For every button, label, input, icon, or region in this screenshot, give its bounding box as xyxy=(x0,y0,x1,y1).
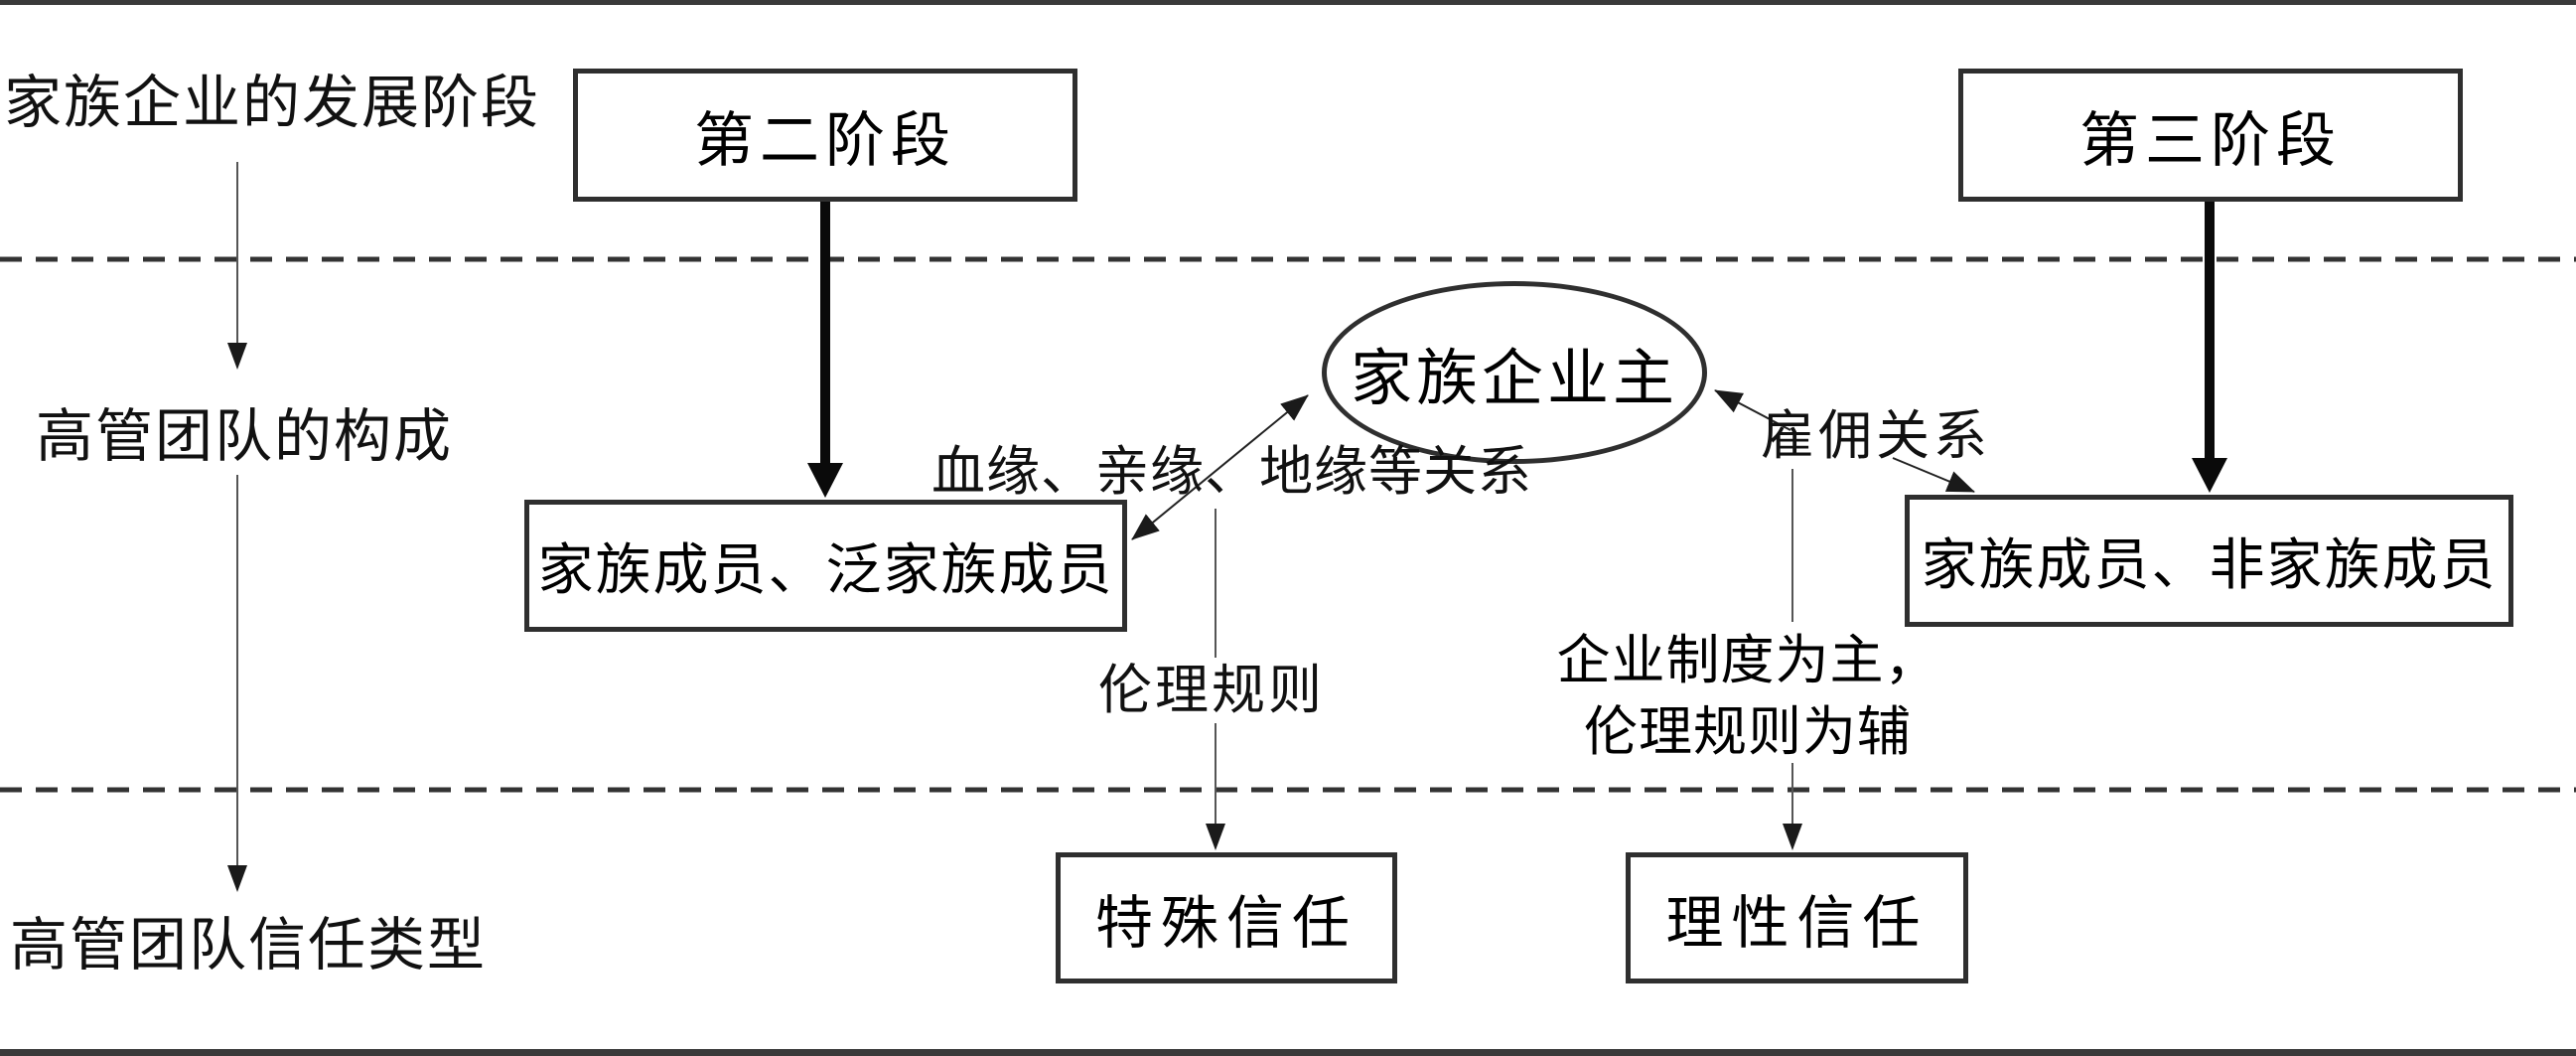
institution-edge-label-line2: 伦理规则为辅 xyxy=(1584,702,1912,762)
ethics-edge-label: 伦理规则 xyxy=(1098,661,1325,720)
kinship-edge-label: 血缘、亲缘、地缘等关系 xyxy=(931,442,1532,502)
employment-to-owner-arrow xyxy=(1714,389,1791,431)
owner-ellipse: 家族企业主 xyxy=(1322,281,1707,464)
team-left-box: 家族成员、泛家族成员 xyxy=(524,500,1127,632)
trust-rational-box: 理性信任 xyxy=(1626,852,1968,983)
stage3-box: 第三阶段 xyxy=(1958,69,2463,202)
team-right-box: 家族成员、非家族成员 xyxy=(1905,495,2513,627)
stage2-to-team-arrowhead xyxy=(807,463,843,498)
top-border-bar xyxy=(0,0,2576,5)
kinship-double-arrow xyxy=(1131,394,1309,540)
employment-to-team-arrow xyxy=(1892,457,1975,493)
institution-arrowhead xyxy=(1783,824,1802,850)
left-flow-arrowhead-2 xyxy=(227,865,247,892)
stage3-to-team-arrowhead xyxy=(2192,458,2227,493)
employment-edge-label: 雇佣关系 xyxy=(1761,406,1991,466)
stage2-box: 第二阶段 xyxy=(573,69,1077,202)
bottom-border-bar xyxy=(0,1049,2576,1056)
row-label-development-stages: 家族企业的发展阶段 xyxy=(4,71,541,135)
left-flow-arrowhead-1 xyxy=(227,343,247,370)
row-label-trust-type: 高管团队信任类型 xyxy=(10,913,488,978)
row-label-team-composition: 高管团队的构成 xyxy=(36,404,454,469)
trust-special-box: 特殊信任 xyxy=(1056,852,1397,983)
ethics-arrowhead xyxy=(1206,824,1225,850)
institution-edge-label-line1: 企业制度为主， xyxy=(1556,631,1939,690)
institution-edge-label: 企业制度为主， 伦理规则为辅 xyxy=(1549,625,1946,768)
